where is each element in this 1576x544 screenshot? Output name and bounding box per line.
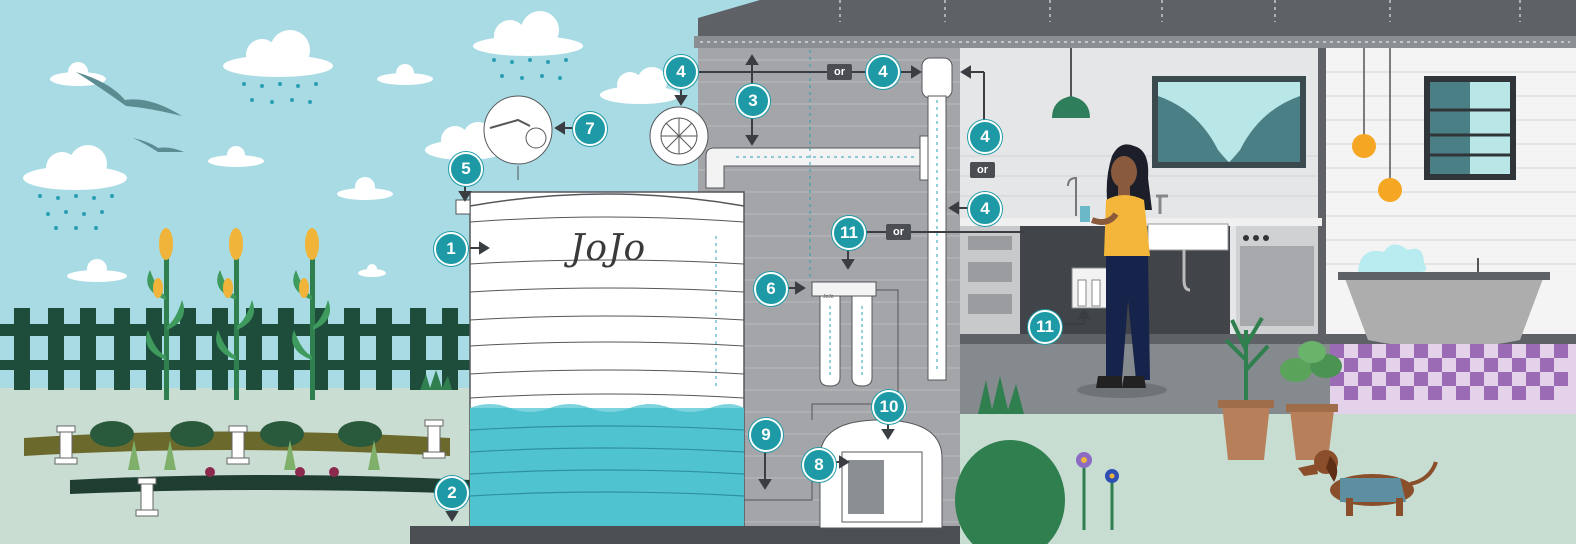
callout-9: 9 <box>749 418 783 452</box>
callout-4-right-upper: 4 <box>968 120 1002 154</box>
water-tank <box>455 191 745 527</box>
dog <box>1298 450 1438 516</box>
cloud <box>358 264 386 277</box>
callout-1: 1 <box>434 232 468 266</box>
cloud <box>67 259 127 282</box>
callout-5: 5 <box>449 152 483 186</box>
cloud <box>208 146 264 167</box>
corn-plants <box>146 228 331 400</box>
clouds <box>23 11 680 282</box>
vegetable-beds <box>24 421 470 494</box>
roof <box>694 0 1576 48</box>
cloud <box>337 177 393 200</box>
cloud <box>377 64 433 85</box>
tank-brand-logo: JoJo <box>570 228 647 269</box>
house-interior <box>955 48 1576 544</box>
sprinklers <box>54 419 446 517</box>
arrows <box>445 54 1091 522</box>
bathroom-floor-tiles <box>1330 344 1576 414</box>
potted-plants <box>978 316 1342 530</box>
pump <box>744 396 943 529</box>
callout-4-right-lower: 4 <box>968 192 1002 226</box>
callout-11-wall: 11 <box>832 216 866 250</box>
inlet-pipe <box>705 50 953 381</box>
garden-flowers <box>1076 452 1119 530</box>
callout-8: 8 <box>802 448 836 482</box>
cloud <box>223 30 333 77</box>
cloud <box>473 11 583 56</box>
callout-10: 10 <box>872 390 906 424</box>
cloud <box>23 145 127 190</box>
filter-brand-logo: JoJo <box>823 294 834 300</box>
float-valve-device <box>483 95 553 180</box>
callout-11-kitchen: 11 <box>1028 310 1062 344</box>
base-slab <box>410 526 960 544</box>
person <box>1080 144 1152 388</box>
callout-6: 6 <box>754 272 788 306</box>
callout-7: 7 <box>573 112 607 146</box>
or-label-top: or <box>827 64 852 80</box>
or-label-right: or <box>970 162 995 178</box>
grass-tuft <box>978 376 1024 414</box>
cloud <box>50 62 106 86</box>
callout-4-downpipe: 4 <box>866 55 900 89</box>
cloud <box>600 67 680 104</box>
callout-2: 2 <box>435 476 469 510</box>
rain-drops <box>38 58 568 230</box>
water-filters <box>811 281 899 396</box>
birds <box>76 72 184 152</box>
callout-4-vortex: 4 <box>664 55 698 89</box>
grass-tuft <box>420 370 452 390</box>
or-label-filter: or <box>886 224 911 240</box>
callout-3: 3 <box>736 84 770 118</box>
vortex-filter-device <box>649 106 709 166</box>
